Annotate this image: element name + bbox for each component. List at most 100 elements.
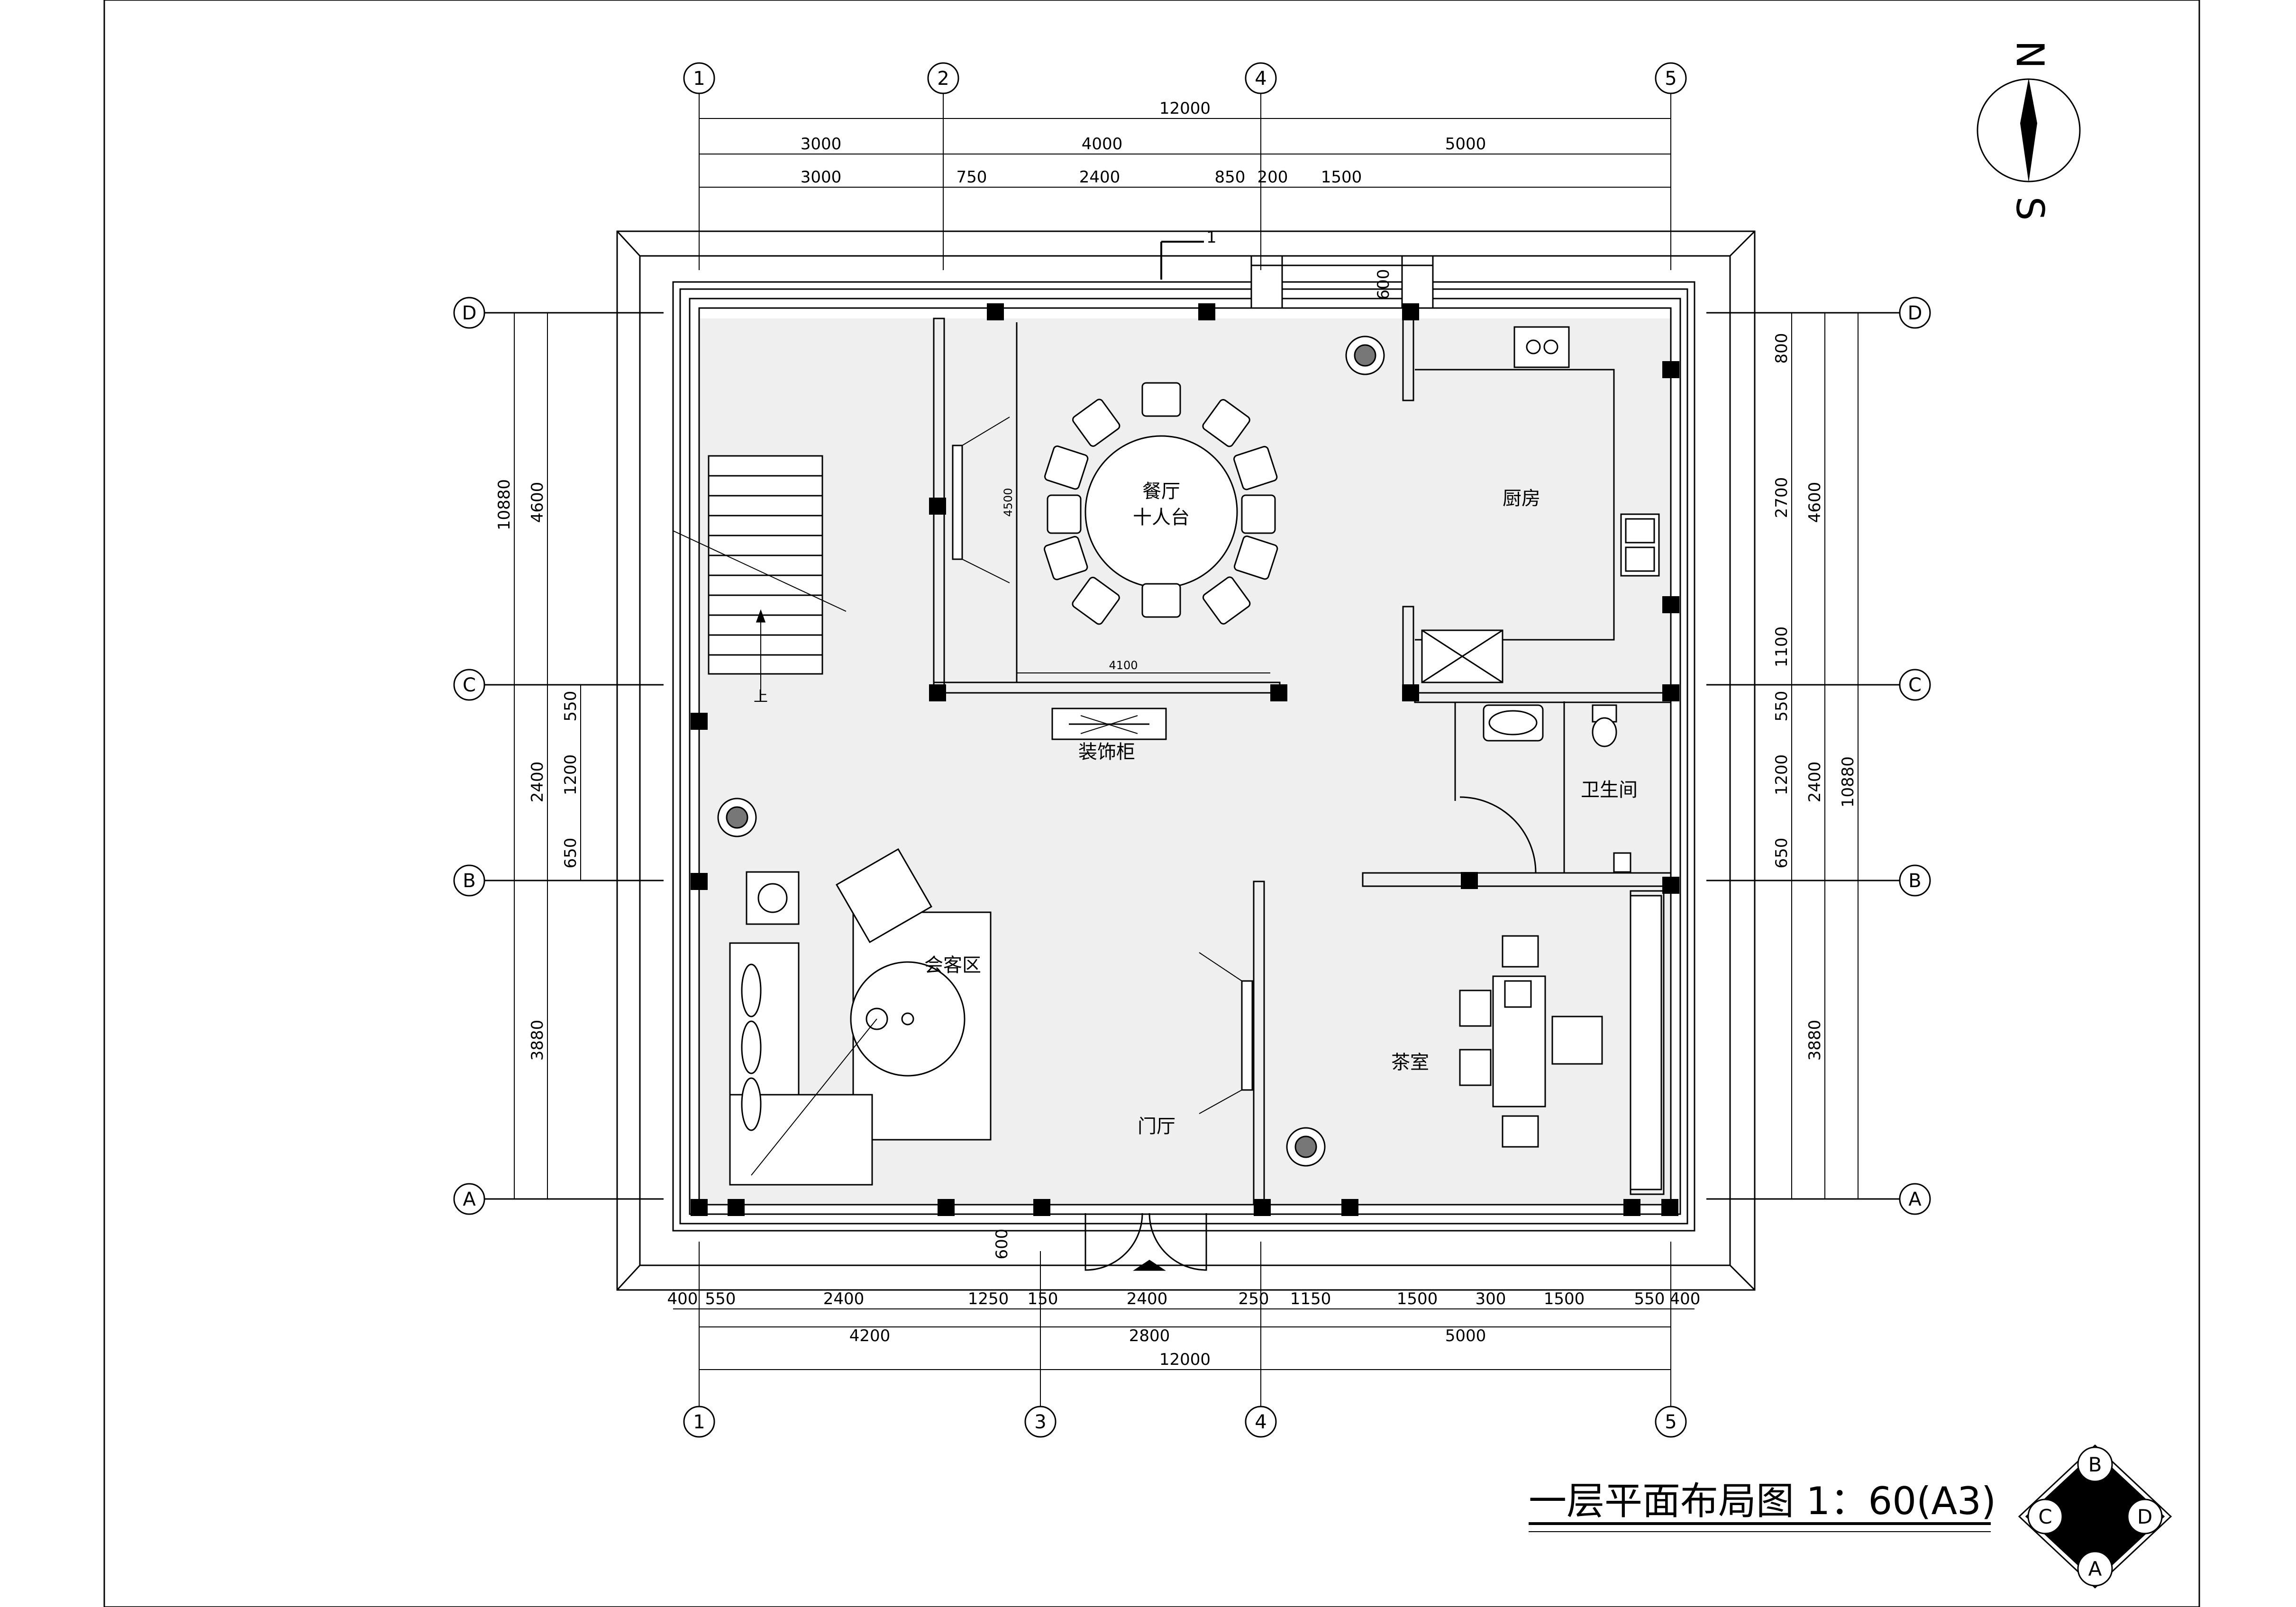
dim-bot-r2-h: 1150 <box>1290 1289 1331 1308</box>
dim-right-r2-e: 1200 <box>1772 754 1791 796</box>
orientation-c: C <box>2038 1505 2052 1528</box>
dim-top-r2-e: 200 <box>1257 168 1288 187</box>
dim-left-r2-c: 650 <box>561 838 580 869</box>
axis-row-right-c: C <box>1908 674 1922 696</box>
dim-bot-r2-b: 550 <box>705 1289 736 1308</box>
drawing-title: 一层平面布局图 1：60(A3) <box>1529 1479 1996 1523</box>
dining-table-set <box>1044 382 1278 625</box>
dim-bot-r2-l: 550 <box>1634 1289 1665 1308</box>
dim-right-r2-f: 650 <box>1772 838 1791 869</box>
axis-row-left-a: A <box>463 1189 476 1210</box>
dim-bot-window: 600 <box>993 1229 1011 1260</box>
dim-bot-total: 12000 <box>1159 1350 1211 1369</box>
axis-col-top-4: 5 <box>1665 68 1676 90</box>
dim-top-r1-a: 3000 <box>801 135 842 154</box>
dim-top-r2-b: 750 <box>957 168 987 187</box>
dim-right-r1-b: 2400 <box>1805 762 1824 803</box>
dim-bot-r2-a: 400 <box>667 1289 698 1308</box>
axis-row-right-a: A <box>1908 1189 1922 1210</box>
dim-right-r1-a: 4600 <box>1805 482 1824 523</box>
dim-dining-depth: 4500 <box>1002 488 1015 517</box>
orientation-d: D <box>2137 1505 2152 1528</box>
dim-top-total: 12000 <box>1159 99 1211 118</box>
bathroom-fixtures <box>1459 701 1631 873</box>
dim-top-r2-f: 1500 <box>1321 168 1362 187</box>
dim-top-r1-c: 5000 <box>1445 135 1486 154</box>
axis-col-top-1: 1 <box>693 68 705 90</box>
section-marker <box>1160 241 1204 280</box>
dim-dining-width: 4100 <box>1109 659 1138 672</box>
dim-right-r2-c: 1100 <box>1772 626 1791 668</box>
axis-row-left-d: D <box>462 302 477 324</box>
compass-north-label: N <box>2008 40 2052 69</box>
dim-bot-r2-g: 250 <box>1239 1289 1269 1308</box>
dim-top-window: 600 <box>1374 269 1393 300</box>
dim-bot-r2-f: 2400 <box>1127 1289 1168 1308</box>
dim-left-r2-b: 1200 <box>561 754 580 796</box>
dim-bot-r1-b: 2800 <box>1129 1326 1170 1345</box>
room-label-dining: 餐厅 <box>1142 481 1180 502</box>
dim-left-r1-c: 3880 <box>528 1020 547 1061</box>
compass-south-label: S <box>2008 197 2052 221</box>
tv-screens <box>952 417 1253 1114</box>
display-cabinet <box>1051 708 1167 740</box>
axis-col-bot-1: 1 <box>693 1411 705 1433</box>
room-label-kitchen: 厨房 <box>1503 488 1540 509</box>
room-label-bathroom: 卫生间 <box>1581 779 1638 801</box>
axis-bubbles <box>453 62 1931 1438</box>
room-label-tea-room: 茶室 <box>1391 1052 1429 1073</box>
dim-bot-r1-c: 5000 <box>1445 1326 1486 1345</box>
axis-col-top-3: 4 <box>1255 68 1266 90</box>
dim-top-r2-a: 3000 <box>801 168 842 187</box>
roof-eaves <box>616 230 1756 1291</box>
living-furniture <box>729 848 992 1186</box>
dim-top-r2-c: 2400 <box>1079 168 1121 187</box>
axis-col-top-2: 2 <box>937 68 949 90</box>
dim-right-r2-b: 2700 <box>1772 477 1791 518</box>
orientation-key-icon <box>2018 1444 2172 1589</box>
axis-row-left-c: C <box>463 674 476 696</box>
dim-top-r1-b: 4000 <box>1082 135 1123 154</box>
orientation-b: B <box>2088 1453 2102 1476</box>
dim-right-r2-d: 550 <box>1772 691 1791 722</box>
dim-left-total: 10880 <box>495 479 514 530</box>
axis-row-right-b: B <box>1908 870 1921 892</box>
axis-col-bot-2: 3 <box>1034 1411 1046 1433</box>
potted-plants <box>717 336 1385 1167</box>
dim-bot-r2-k: 1500 <box>1544 1289 1585 1308</box>
axis-row-left-b: B <box>463 870 475 892</box>
room-label-dining-table: 十人台 <box>1133 507 1190 528</box>
dim-bot-r2-e: 150 <box>1028 1289 1058 1308</box>
room-label-living: 会客区 <box>924 954 981 976</box>
dim-bot-r2-m: 400 <box>1670 1289 1701 1308</box>
structural-columns <box>691 303 1679 1216</box>
label-stair-up: 上 <box>754 689 768 705</box>
dim-left-r1-b: 2400 <box>528 762 547 803</box>
axis-row-right-d: D <box>1908 302 1922 324</box>
dim-bot-r2-c: 2400 <box>823 1289 865 1308</box>
dim-bot-r2-i: 1500 <box>1397 1289 1438 1308</box>
dim-top-r2-d: 850 <box>1215 168 1246 187</box>
top-bay-window <box>1250 255 1434 309</box>
dim-right-total: 10880 <box>1839 756 1858 808</box>
room-label-foyer: 门厅 <box>1138 1116 1175 1137</box>
dim-right-r2-a: 800 <box>1772 333 1791 364</box>
orientation-a: A <box>2088 1557 2102 1580</box>
dim-bot-r1-a: 4200 <box>849 1326 891 1345</box>
sheet-border <box>103 0 2200 1607</box>
staircase <box>673 455 847 701</box>
main-entrance <box>1084 1213 1207 1271</box>
dim-left-r1-a: 4600 <box>528 482 547 523</box>
dim-bot-r2-j: 300 <box>1476 1289 1506 1308</box>
section-number: 1 <box>1206 228 1217 247</box>
axis-col-bot-3: 4 <box>1255 1411 1266 1433</box>
dim-left-r2-a: 550 <box>561 691 580 722</box>
north-compass-icon <box>1977 78 2081 182</box>
kitchen-fixtures <box>1421 326 1660 683</box>
dim-bot-r2-d: 1250 <box>968 1289 1009 1308</box>
dim-right-r1-c: 3880 <box>1805 1020 1824 1061</box>
label-display-cabinet: 装饰柜 <box>1078 741 1135 763</box>
exterior-walls <box>672 281 1695 1232</box>
tea-room-furniture <box>1459 895 1662 1190</box>
axis-col-bot-4: 5 <box>1665 1411 1676 1433</box>
